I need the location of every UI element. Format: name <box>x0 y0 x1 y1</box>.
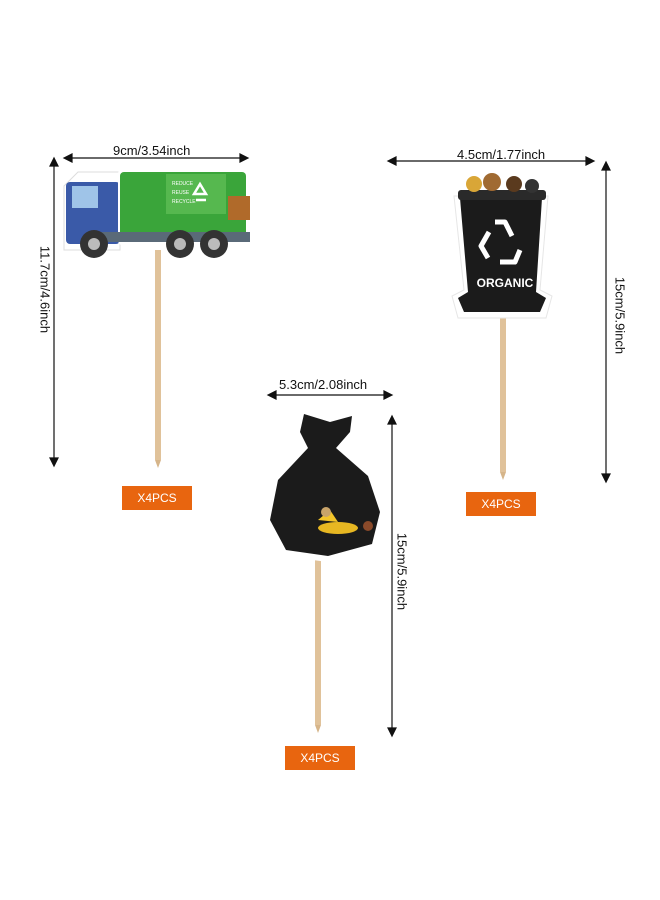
bag-illustration <box>264 410 386 562</box>
bin-illustration <box>451 173 553 319</box>
bin-height-arrow <box>601 160 611 484</box>
bin-label-text: ORGANIC <box>476 276 534 290</box>
truck-stick <box>155 250 161 460</box>
truck-panel-line-2: REUSE <box>172 190 190 196</box>
bag-quantity-badge: X4PCS <box>285 746 355 770</box>
truck-width-arrow <box>62 153 250 163</box>
bag-height-label: 15cm/5.9inch <box>394 532 410 611</box>
truck-height-arrow <box>49 156 59 468</box>
bin-recycle-icon <box>478 219 523 265</box>
truck-panel-text: REDUCE REUSE RECYCLE <box>172 180 196 207</box>
truck-width-label: 9cm/3.54inch <box>113 143 191 158</box>
truck-recycle-icon <box>191 181 209 202</box>
truck-panel-line-3: RECYCLE <box>172 199 196 205</box>
truck-panel-line-1: REDUCE <box>172 181 194 187</box>
bag-stick <box>315 560 321 725</box>
truck-illustration <box>63 168 250 258</box>
bag-width-arrow <box>266 390 394 400</box>
bin-width-label: 4.5cm/1.77inch <box>457 147 546 162</box>
bin-stick <box>500 312 506 472</box>
bin-quantity-badge: X4PCS <box>466 492 536 516</box>
truck-quantity-badge: X4PCS <box>122 486 192 510</box>
bin-width-arrow <box>386 156 596 166</box>
bag-height-arrow <box>387 414 397 738</box>
bag-width-label: 5.3cm/2.08inch <box>279 377 368 392</box>
